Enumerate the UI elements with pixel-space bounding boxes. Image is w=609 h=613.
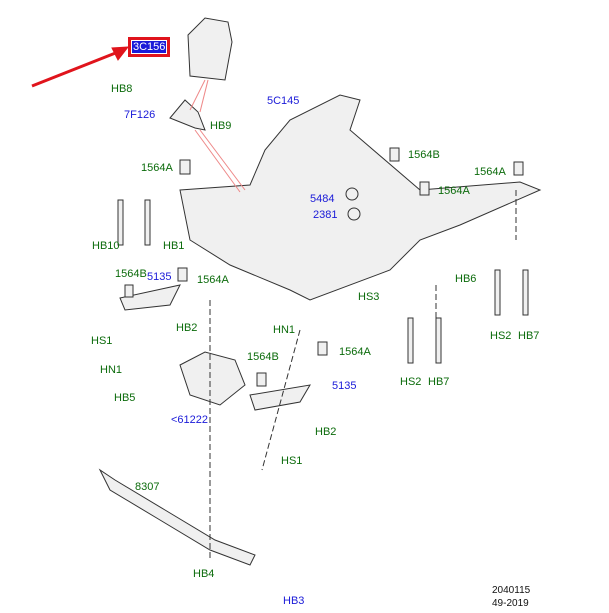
part-link-5c145[interactable]: 5C145 bbox=[267, 95, 300, 107]
plate-part-right bbox=[249, 384, 311, 411]
fastener-hb10: HB10 bbox=[92, 240, 120, 252]
subframe-part bbox=[179, 94, 542, 301]
part-1564a: 1564A bbox=[438, 185, 470, 197]
fastener-hn1: HN1 bbox=[100, 364, 123, 376]
fastener-hb9: HB9 bbox=[210, 120, 232, 132]
part-1564a: 1564A bbox=[197, 274, 229, 286]
pointer-arrow bbox=[31, 46, 130, 88]
engine-mount-part bbox=[187, 17, 233, 81]
part-link-2381[interactable]: 2381 bbox=[313, 209, 338, 221]
part-link-61222[interactable]: <61222 bbox=[171, 414, 209, 426]
part-link-5135[interactable]: 5135 bbox=[147, 271, 172, 283]
fastener-hb1: HB1 bbox=[163, 240, 185, 252]
bracket-part bbox=[169, 99, 206, 131]
fastener-hb7: HB7 bbox=[518, 330, 540, 342]
part-link-5484[interactable]: 5484 bbox=[310, 193, 335, 205]
part-1564a: 1564A bbox=[141, 162, 173, 174]
fastener-hs2: HS2 bbox=[490, 330, 512, 342]
part-link-hb3[interactable]: HB3 bbox=[283, 595, 305, 607]
part-link-5135[interactable]: 5135 bbox=[332, 380, 357, 392]
part-link-7f126[interactable]: 7F126 bbox=[124, 109, 156, 121]
fastener-hb5: HB5 bbox=[114, 392, 136, 404]
stabilizer-bar-part bbox=[98, 468, 256, 566]
part-1564a: 1564A bbox=[339, 346, 371, 358]
fastener-hb6: HB6 bbox=[455, 273, 477, 285]
fastener-hn1: HN1 bbox=[273, 324, 296, 336]
part-8307: 8307 bbox=[135, 481, 160, 493]
fastener-hb2: HB2 bbox=[315, 426, 337, 438]
part-link-3c156[interactable]: 3C156 bbox=[127, 37, 171, 57]
part-1564b: 1564B bbox=[115, 268, 147, 280]
fastener-hs2: HS2 bbox=[400, 376, 422, 388]
rear-bracket-part bbox=[179, 351, 246, 406]
fastener-hb7: HB7 bbox=[428, 376, 450, 388]
fastener-hb4: HB4 bbox=[193, 568, 215, 580]
part-1564a: 1564A bbox=[474, 166, 506, 178]
fastener-hs1: HS1 bbox=[91, 335, 113, 347]
part-1564b: 1564B bbox=[408, 149, 440, 161]
diagram-date: 49-2019 bbox=[492, 598, 529, 609]
diagram-code: 2040115 bbox=[492, 585, 531, 596]
plate-part-left bbox=[119, 284, 181, 311]
fastener-hs1: HS1 bbox=[281, 455, 303, 467]
fastener-hb8: HB8 bbox=[111, 83, 133, 95]
part-1564b: 1564B bbox=[247, 351, 279, 363]
fastener-hb2: HB2 bbox=[176, 322, 198, 334]
fastener-hs3: HS3 bbox=[358, 291, 380, 303]
